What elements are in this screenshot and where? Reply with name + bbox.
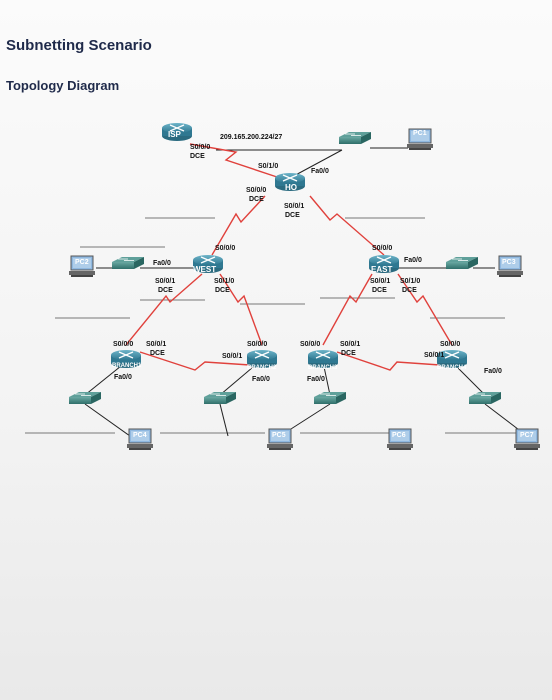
west-s010-label: S0/1/0	[214, 278, 234, 285]
east-s001-label: S0/0/1	[370, 278, 390, 285]
serial-links	[125, 143, 453, 371]
pc4[interactable]: PC4	[126, 428, 154, 451]
pc3[interactable]: PC3	[496, 255, 524, 278]
pc2[interactable]: PC2	[68, 255, 96, 278]
router-west[interactable]: WEST	[192, 254, 224, 274]
ho-s000-dce-label: DCE	[249, 196, 264, 203]
branch1-fa00-label: Fa0/0	[114, 374, 132, 381]
switch-branch4[interactable]	[468, 391, 502, 405]
ho-s001-label: S0/0/1	[284, 203, 304, 210]
router-isp-label: ISP	[168, 130, 182, 139]
branch1-s000-label: S0/0/0	[113, 341, 133, 348]
router-branch4[interactable]: BRANCH4	[436, 349, 468, 371]
router-branch2[interactable]: BRANCH2	[246, 349, 278, 371]
switch-east[interactable]	[445, 256, 479, 270]
pc3-label: PC3	[502, 259, 516, 266]
interface-labels: 209.165.200.224/27 S0/0/0 DCE S0/1/0 Fa0…	[113, 134, 502, 383]
router-branch1-label: BRANCH1	[112, 363, 142, 369]
branch4-s001-label: S0/0/1	[424, 352, 444, 359]
branch2-fa00-label: Fa0/0	[252, 376, 270, 383]
isp-s000-label: S0/0/0	[190, 144, 210, 151]
branch3-s000-label: S0/0/0	[300, 341, 320, 348]
lan-lines	[25, 217, 520, 434]
pc6[interactable]: PC6	[386, 428, 414, 451]
pc2-label: PC2	[75, 259, 89, 266]
router-branch2-label: BRANCH2	[247, 365, 277, 371]
east-s010-label: S0/1/0	[400, 278, 420, 285]
east-fa00-label: Fa0/0	[404, 257, 422, 264]
pc4-label: PC4	[133, 432, 147, 439]
pc7-label: PC7	[520, 432, 534, 439]
page-title: Subnetting Scenario	[6, 37, 152, 54]
branch2-s001-label: S0/0/1	[222, 353, 242, 360]
branch4-s000-label: S0/0/0	[440, 341, 460, 348]
east-s010-dce-label: DCE	[402, 287, 417, 294]
router-ho-label: HO	[285, 183, 297, 192]
switch-branch3[interactable]	[313, 391, 347, 405]
router-ho[interactable]: HO	[274, 172, 306, 192]
isp-dce-label: DCE	[190, 153, 205, 160]
branch3-s001-dce-label: DCE	[341, 350, 356, 357]
branch4-fa00-label: Fa0/0	[484, 368, 502, 375]
branch3-fa00-label: Fa0/0	[307, 376, 325, 383]
pc7[interactable]: PC7	[513, 428, 541, 451]
router-branch3[interactable]: BRANCH3	[307, 349, 339, 371]
router-branch4-label: BRANCH4	[437, 365, 467, 371]
branch1-s001-dce-label: DCE	[150, 350, 165, 357]
west-s010-dce-label: DCE	[215, 287, 230, 294]
router-branch1[interactable]: BRANCH1	[110, 349, 142, 369]
router-east-label: EAST	[371, 265, 392, 274]
branch1-s001-label: S0/0/1	[146, 341, 166, 348]
east-s000-label: S0/0/0	[372, 245, 392, 252]
switch-branch2[interactable]	[203, 391, 237, 405]
router-isp[interactable]: ISP	[161, 122, 193, 142]
ho-s000-label: S0/0/0	[246, 187, 266, 194]
ho-s001-dce-label: DCE	[285, 212, 300, 219]
ho-fa00-label: Fa0/0	[311, 168, 329, 175]
west-s001-dce-label: DCE	[158, 287, 173, 294]
section-title: Topology Diagram	[6, 78, 120, 93]
west-s001-label: S0/0/1	[155, 278, 175, 285]
west-s000-label: S0/0/0	[215, 245, 235, 252]
pc1[interactable]: PC1	[406, 128, 434, 151]
switch-branch1[interactable]	[68, 391, 102, 405]
router-branch3-label: BRANCH3	[308, 365, 338, 371]
pc1-label: PC1	[413, 130, 427, 137]
west-fa00-label: Fa0/0	[153, 260, 171, 267]
ho-s010-label: S0/1/0	[258, 163, 278, 170]
ethernet-links	[84, 147, 528, 437]
branch2-s000-label: S0/0/0	[247, 341, 267, 348]
isp-link-ip-label: 209.165.200.224/27	[220, 134, 282, 141]
pc5[interactable]: PC5	[266, 428, 294, 451]
pc5-label: PC5	[272, 432, 286, 439]
router-east[interactable]: EAST	[368, 254, 400, 274]
branch3-s001-label: S0/0/1	[340, 341, 360, 348]
east-s001-dce-label: DCE	[372, 287, 387, 294]
pc6-label: PC6	[392, 432, 406, 439]
router-west-label: WEST	[193, 265, 216, 274]
switch-ho[interactable]	[338, 131, 372, 145]
switch-west[interactable]	[111, 256, 145, 270]
